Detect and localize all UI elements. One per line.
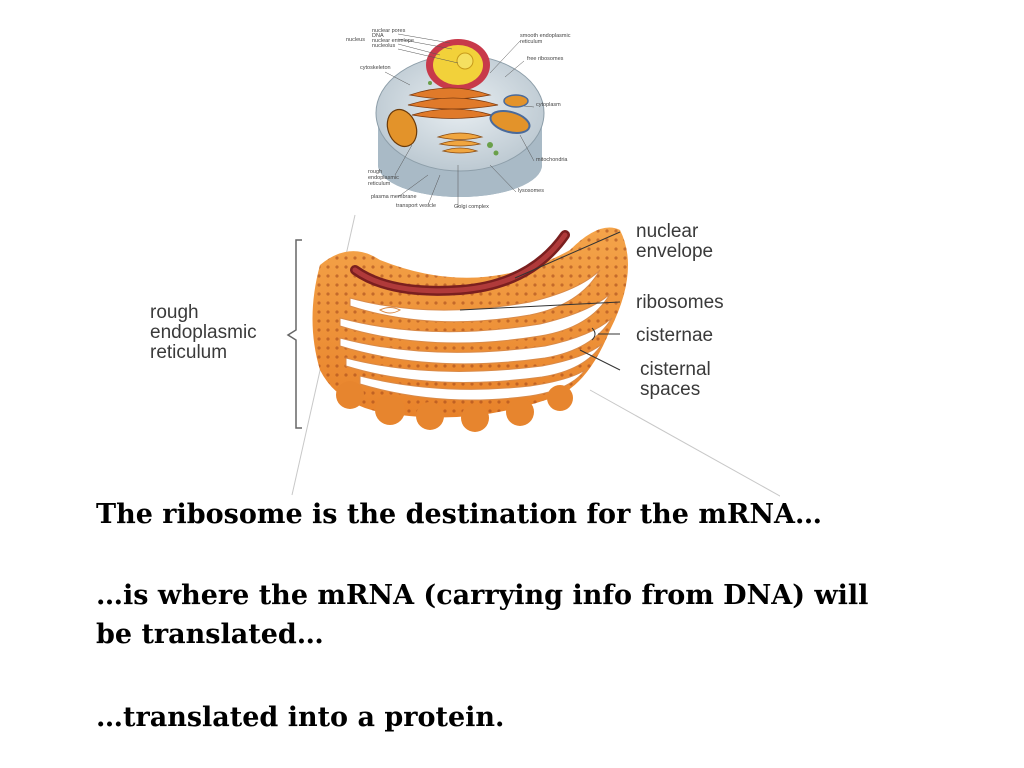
er-bracket bbox=[286, 239, 302, 429]
label-ribosomes: ribosomes bbox=[636, 292, 724, 313]
label-rough-er-small-1: rough bbox=[368, 169, 383, 175]
leader-cisternae-brace bbox=[591, 327, 596, 341]
leader-ribosomes bbox=[459, 301, 621, 311]
label-rough-er-2: endoplasmic bbox=[150, 322, 257, 343]
caption-line-3: be translated… bbox=[96, 619, 324, 650]
leader-nuclear-envelope bbox=[514, 231, 621, 279]
label-smooth-er-1: smooth endoplasmic bbox=[520, 33, 571, 39]
label-transport-vesicle: transport vesicle bbox=[396, 203, 437, 209]
label-nuclear-pores: nuclear pores bbox=[372, 28, 406, 34]
label-rough-er-3: reticulum bbox=[150, 342, 228, 363]
label-nucleolus: nucleolus bbox=[372, 43, 396, 49]
label-dna: DNA bbox=[372, 33, 384, 39]
label-plasma-membrane: plasma membrane bbox=[371, 194, 417, 200]
leader-cisternal-spaces bbox=[579, 349, 621, 371]
label-nucleus: nucleus bbox=[346, 37, 365, 43]
caption-line-1: The ribosome is the destination for the … bbox=[96, 499, 823, 530]
label-cytoskeleton: cytoskeleton bbox=[360, 65, 391, 71]
label-rough-er-small-2: endoplasmic bbox=[368, 175, 399, 181]
label-cisternal-spaces-1: cisternal bbox=[640, 359, 711, 380]
label-golgi-complex: Golgi complex bbox=[454, 204, 489, 210]
label-nuclear-envelope-small: nuclear envelope bbox=[372, 38, 414, 44]
label-cisternal-spaces-2: spaces bbox=[640, 379, 701, 400]
label-free-ribosomes: free ribosomes bbox=[527, 56, 564, 62]
caption-line-2: …is where the mRNA (carrying info from D… bbox=[96, 580, 869, 611]
cell-diagram bbox=[375, 33, 545, 207]
label-nuclear-envelope-1: nuclear bbox=[636, 221, 699, 242]
label-rough-er-small-3: reticulum bbox=[368, 181, 391, 187]
label-mitochondria: mitochondria bbox=[536, 157, 568, 163]
label-nuclear-envelope-2: envelope bbox=[636, 241, 714, 262]
er-diagram bbox=[286, 214, 780, 497]
caption-line-4: …translated into a protein. bbox=[96, 702, 505, 733]
label-smooth-er-2: reticulum bbox=[520, 39, 543, 45]
label-cytoplasm: cytoplasm bbox=[536, 102, 561, 108]
label-lysosomes: lysosomes bbox=[518, 188, 544, 194]
label-rough-er-1: rough bbox=[150, 302, 199, 323]
label-cisternae: cisternae bbox=[636, 325, 714, 346]
